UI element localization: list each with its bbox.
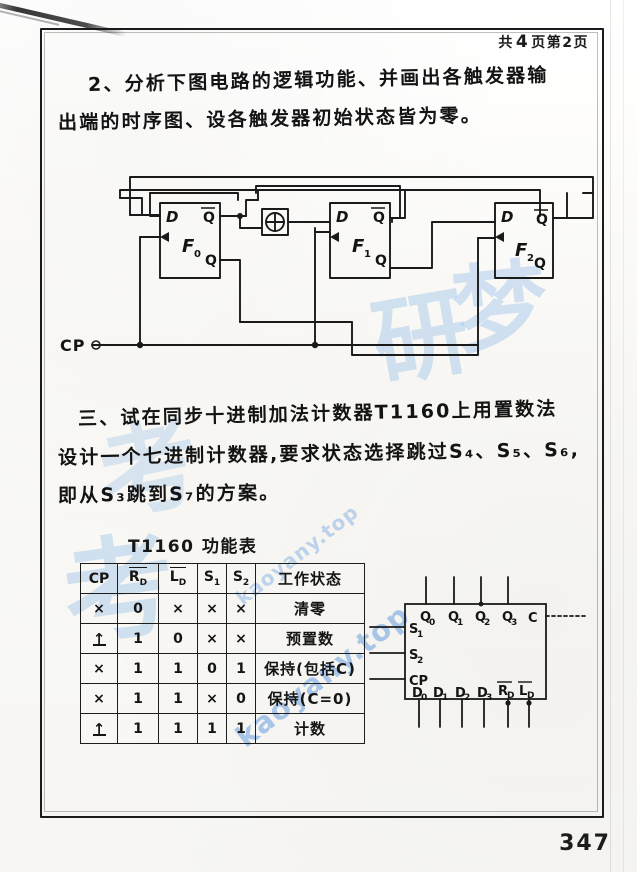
cell-rd: 1 [117,683,159,714]
header-rd-sub: D [139,577,148,588]
header-ld-bar: LD [169,567,187,588]
svg-text:1: 1 [457,618,463,628]
cell-ld: × [158,593,198,624]
page-number: 347 [559,831,611,856]
svg-text:D: D [433,686,444,701]
cell-s2: × [226,593,256,624]
svg-text:C: C [528,611,538,626]
svg-text:0: 0 [194,249,201,260]
svg-text:S: S [409,648,418,663]
cell-rd: 1 [117,713,159,744]
svg-text:D: D [166,208,178,226]
rising-edge-underline [92,734,106,736]
svg-text:D: D [501,208,513,226]
svg-text:D: D [412,686,423,701]
svg-text:F: F [352,236,365,257]
svg-text:0: 0 [429,618,435,628]
cell-cp: × [80,683,118,714]
header-rd: RD [117,563,159,594]
header-s2-sub: 2 [242,577,250,588]
cell-ld: 1 [158,713,198,744]
cell-working-state: 预置数 [255,623,365,654]
page-count-mid: 页第 [531,35,563,51]
page-count-prefix: 共 [498,35,514,51]
svg-text:D: D [477,686,488,701]
svg-text:Q: Q [375,253,387,269]
page-border-inner [44,32,598,812]
header-s2: S2 [226,563,256,594]
page-edge-line-1 [610,0,611,872]
rising-edge-underline [92,644,106,646]
svg-text:D: D [336,208,348,226]
svg-text:Q: Q [534,256,546,272]
function-table-title: T1160 功能表 [128,537,258,557]
svg-text:CP: CP [409,674,428,689]
svg-text:1: 1 [442,693,448,703]
svg-text:R: R [498,684,508,699]
cell-cp: × [80,653,118,684]
header-rd-bar: RD [128,567,148,588]
svg-text:D: D [527,691,534,701]
cell-s1: × [197,593,227,624]
svg-text:L: L [519,684,527,699]
svg-text:Q: Q [420,610,431,625]
svg-text:Q: Q [373,210,385,226]
cell-ld: 0 [158,623,198,654]
svg-text:F: F [515,240,528,261]
svg-text:Q: Q [205,253,217,269]
circuit-clock-label: CP [60,336,86,355]
svg-text:Q: Q [448,610,459,625]
svg-text:1: 1 [417,630,423,640]
svg-text:Q: Q [536,212,548,228]
svg-text:Q: Q [475,610,486,625]
cell-s2: × [226,623,256,654]
header-s1-base: S [203,569,214,586]
svg-text:1: 1 [364,249,371,260]
cell-working-state: 计数 [255,713,365,744]
table-header-row: CP RD LD S1 S2 工作状态 [80,563,365,594]
rising-edge-icon: ↑ [92,720,106,739]
cell-cp: ↑ [80,713,118,744]
svg-text:D: D [507,691,514,701]
svg-text:2: 2 [464,693,470,703]
cell-rd: 0 [117,593,159,624]
page-count-suffix: 页 [573,35,589,51]
header-rd-base: R [128,569,140,586]
current-page-value: 2 [562,35,574,51]
page-border-frame [40,28,604,818]
cell-rd: 1 [117,653,159,684]
svg-text:Q: Q [502,610,513,625]
total-pages-value: 4 [515,32,530,52]
svg-text:D: D [455,686,466,701]
table-row: ×0×××清零 [80,593,365,624]
svg-text:Q: Q [203,210,215,226]
svg-text:0: 0 [421,693,427,703]
svg-text:3: 3 [511,618,517,628]
header-s2-base: S [232,569,243,586]
header-s1-sub: 1 [213,577,221,588]
svg-text:2: 2 [484,618,490,628]
cell-working-state: 保持(C=0) [255,683,365,714]
cell-s2: 0 [226,683,256,714]
header-ld-base: L [169,569,179,586]
page-edge-line-2 [623,0,624,872]
svg-text:F: F [182,236,195,257]
svg-text:2: 2 [527,253,534,264]
cell-cp: × [80,593,118,624]
header-ld-sub: D [178,577,187,588]
svg-text:S: S [409,622,418,637]
svg-text:2: 2 [417,656,423,666]
cell-working-state: 清零 [255,593,365,624]
rising-edge-icon: ↑ [92,630,106,649]
cell-working-state: 保持(包括C) [255,653,365,684]
svg-text:3: 3 [486,693,492,703]
